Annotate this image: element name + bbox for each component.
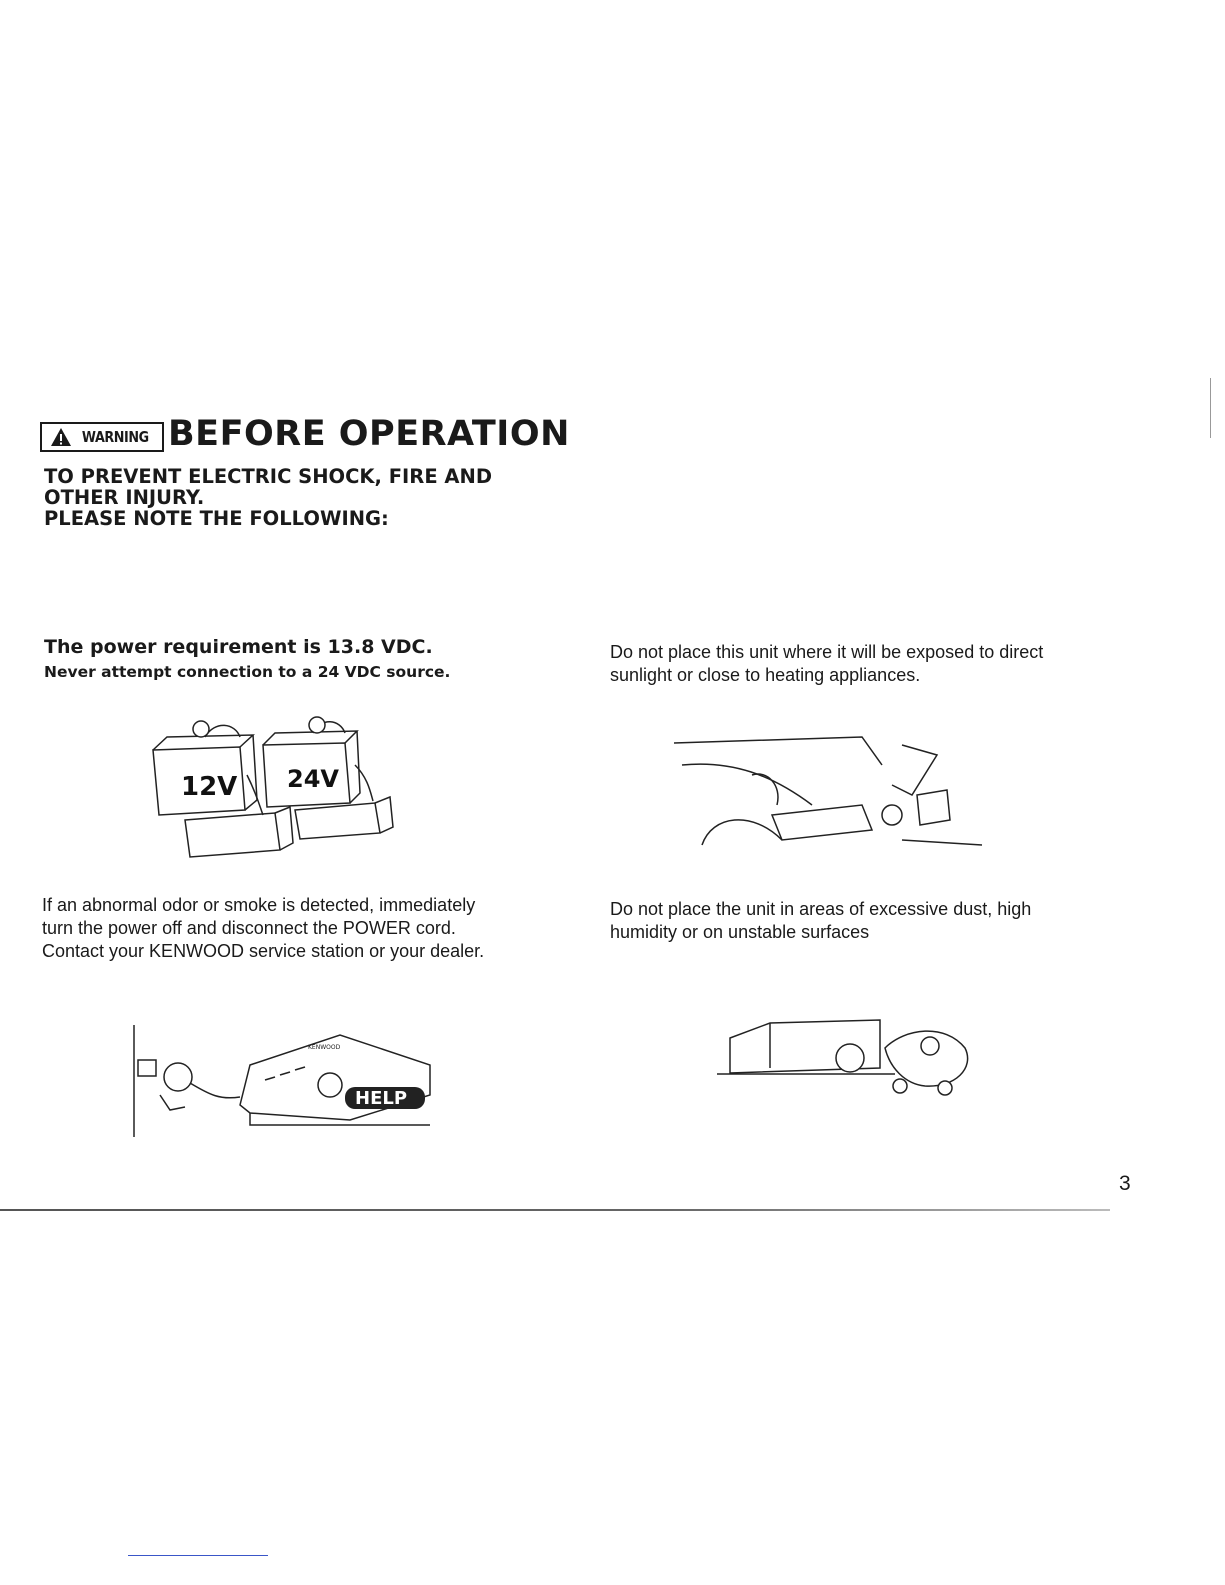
power-requirement-title: The power requirement is 13.8 VDC. — [44, 636, 433, 658]
dust-line-1: Do not place the unit in areas of excess… — [610, 899, 1032, 919]
battery-voltage-illustration: 12V 24V — [145, 715, 405, 865]
dust-line-2: humidity or on unstable surfaces — [610, 922, 870, 942]
footer-rule — [0, 1209, 1110, 1211]
sunlight-line-2: sunlight or close to heating appliances. — [610, 665, 921, 685]
odor-line-2: turn the power off and disconnect the PO… — [42, 918, 456, 938]
sunlight-dashboard-illustration — [672, 735, 992, 850]
power-requirement-warning: Never attempt connection to a 24 VDC sou… — [44, 663, 451, 681]
subhead-line-1: TO PREVENT ELECTRIC SHOCK, FIRE AND — [44, 465, 493, 488]
odor-line-3: Contact your KENWOOD service station or … — [42, 941, 485, 961]
sunlight-line-1: Do not place this unit where it will be … — [610, 642, 1044, 662]
warning-badge: WARNING — [40, 422, 164, 452]
page-title: BEFORE OPERATION — [168, 414, 570, 454]
page-number: 3 — [1119, 1172, 1131, 1195]
battery-label-12v: 12V — [181, 772, 237, 802]
warning-label: WARNING — [81, 428, 149, 446]
battery-label-24v: 24V — [287, 765, 339, 793]
help-label: HELP — [355, 1088, 407, 1109]
safety-subhead: TO PREVENT ELECTRIC SHOCK, FIRE AND OTHE… — [44, 466, 492, 529]
smoke-help-illustration: KENWOOD HELP — [130, 1025, 440, 1140]
sunlight-instructions: Do not place this unit where it will be … — [610, 641, 1043, 687]
dust-humidity-instructions: Do not place the unit in areas of excess… — [610, 898, 1031, 944]
warning-triangle-icon — [50, 428, 71, 446]
brand-label: KENWOOD — [308, 1044, 341, 1051]
dust-vacuum-illustration — [715, 1008, 985, 1098]
subhead-line-3: PLEASE NOTE THE FOLLOWING: — [44, 507, 389, 530]
bottom-accent-rule — [128, 1555, 268, 1556]
odor-smoke-instructions: If an abnormal odor or smoke is detected… — [42, 894, 484, 963]
page-edge-mark — [1210, 378, 1211, 438]
odor-line-1: If an abnormal odor or smoke is detected… — [42, 895, 476, 915]
subhead-line-2: OTHER INJURY. — [44, 486, 205, 509]
